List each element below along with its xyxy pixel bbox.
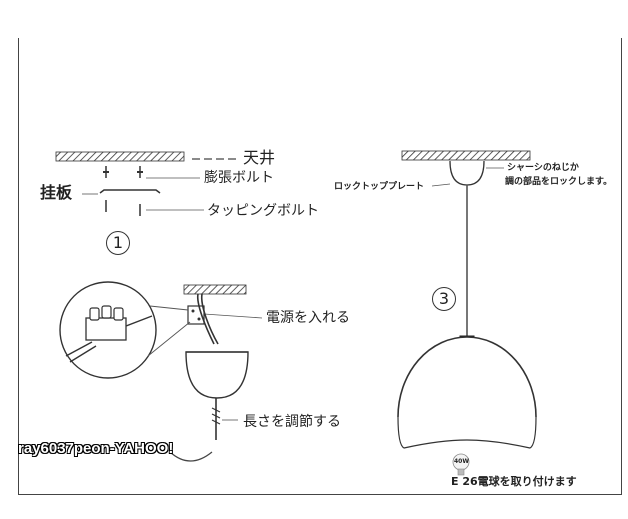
expansion-bolt-label: 膨張ボルト — [204, 170, 274, 186]
adjust-length-label: 長さを調節する — [243, 414, 341, 430]
mounting-plate — [82, 189, 161, 195]
adjustable-cord — [169, 398, 238, 462]
power-label: 電源を入れる — [266, 310, 350, 326]
step-1-marker: 1 — [106, 231, 130, 255]
diagram-frame — [18, 38, 622, 495]
bulb-watt-label: 40W — [454, 458, 469, 465]
ceiling-step1 — [55, 151, 238, 162]
canopy-step2 — [185, 351, 249, 399]
expansion-bolts — [103, 166, 200, 179]
tapping-bolts — [105, 200, 204, 216]
terminal-block-zoom — [59, 281, 191, 379]
chassis-screw-label-1: シャーシのねじか — [507, 163, 579, 173]
watermark: ray6037peon-YAHOO! — [18, 440, 174, 457]
lock-top-plate-label: ロックトッププレート — [334, 182, 425, 192]
canopy-step3 — [431, 160, 504, 187]
ceiling-step3 — [401, 150, 531, 161]
dome-shade — [397, 336, 537, 449]
mounting-plate-label: 挂板 — [40, 183, 73, 202]
bulb-note-label: E 26電球を取り付けます — [451, 475, 577, 488]
bulb-icon — [452, 453, 470, 476]
step-3-marker: 3 — [432, 287, 456, 311]
ceiling-step2 — [183, 284, 247, 295]
ceiling-label: 天井 — [243, 148, 276, 167]
chassis-screw-label-2: 調の部品をロックします。 — [505, 177, 613, 187]
power-cord-step2 — [196, 293, 219, 345]
tapping-bolt-label: タッピングボルト — [207, 203, 319, 219]
